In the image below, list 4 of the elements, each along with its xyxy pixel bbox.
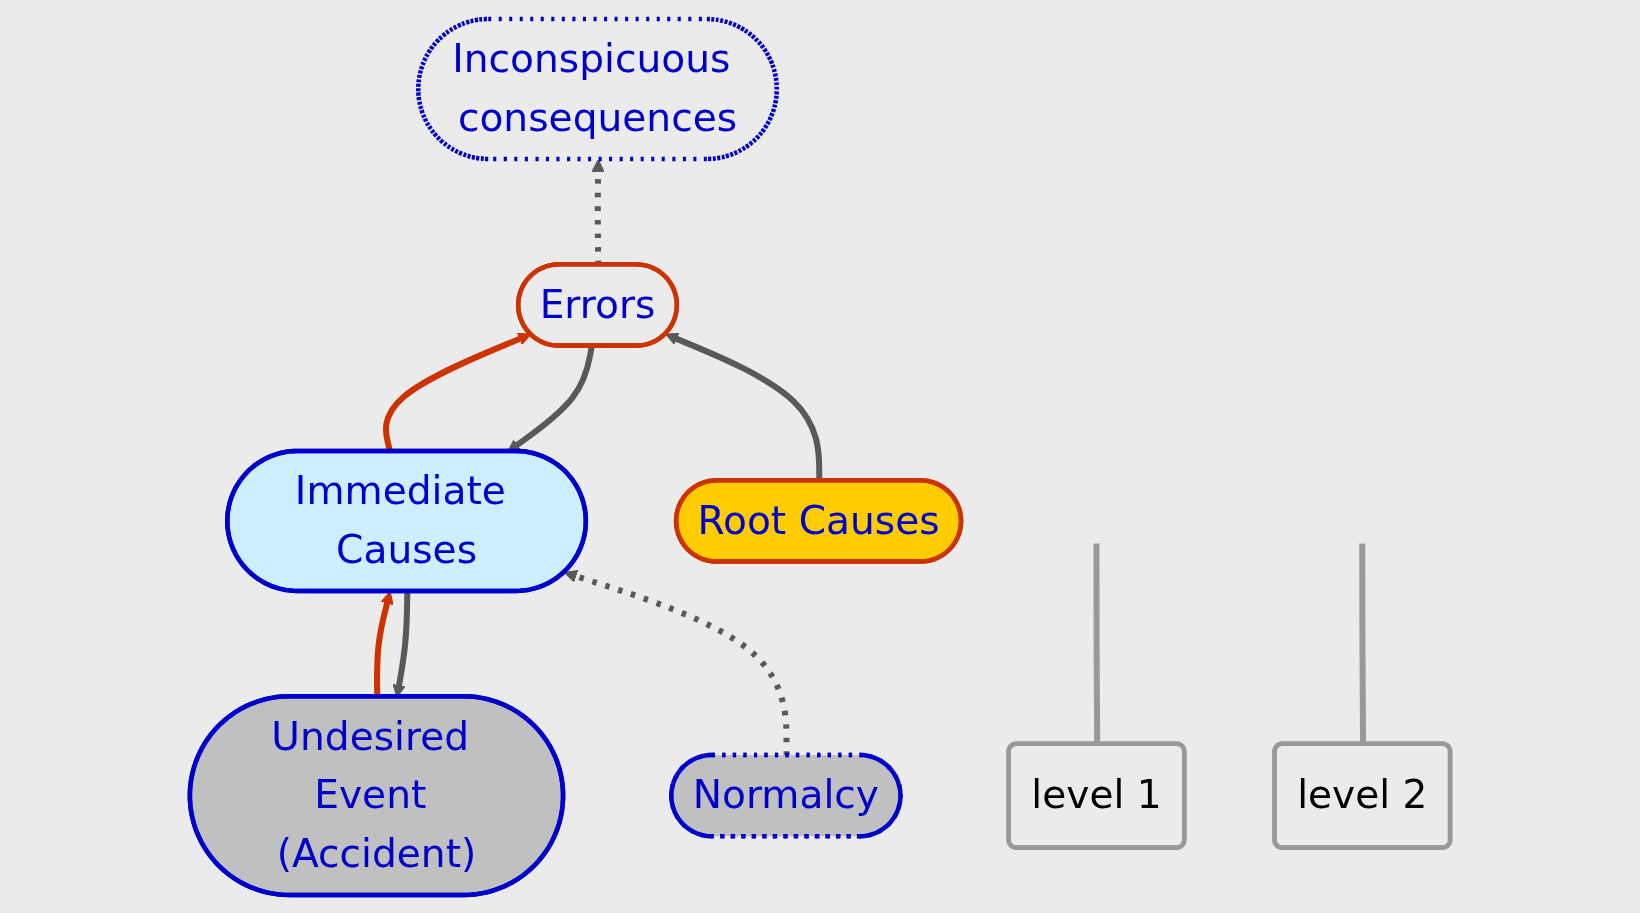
arrow (507, 345, 595, 452)
node-text: Inconspicuous consequences (452, 35, 738, 140)
arrow (665, 332, 823, 481)
arrow (382, 332, 532, 452)
